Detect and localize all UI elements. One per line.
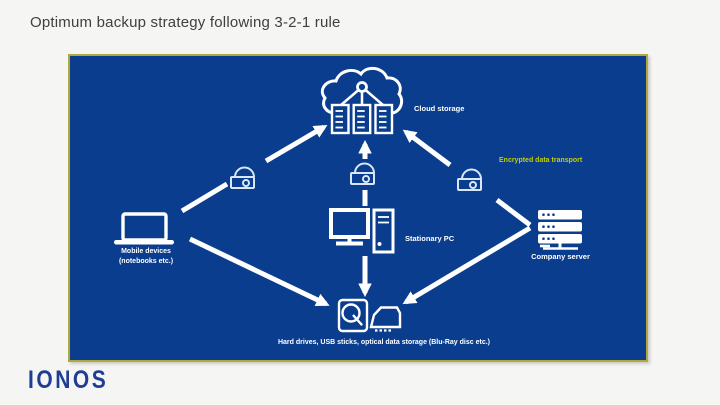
desktop-pc-icon [329, 208, 395, 254]
cloud-storage-label: Cloud storage [414, 104, 465, 113]
slide-title: Optimum backup strategy following 3-2-1 … [30, 14, 341, 31]
laptop-icon [114, 212, 174, 245]
connector-mobile-to-cloud [180, 124, 328, 214]
company-server-label: Company server [531, 252, 590, 261]
connector-server-to-storage [402, 225, 532, 305]
diagram-panel: Cloud storage Encrypted data transport M… [68, 54, 648, 362]
padlock-icon-server-cloud [457, 168, 482, 191]
external-drive-icon [369, 306, 402, 332]
local-storage-label: Hard drives, USB sticks, optical data st… [277, 339, 490, 346]
padlock-icon-pc-cloud [350, 162, 375, 185]
mobile-devices-label: Mobile devices (notebooks etc.) [118, 248, 174, 265]
encrypted-data-transport-label: Encrypted data transport [499, 157, 583, 164]
connector-mobile-to-storage [188, 236, 330, 307]
cloud-storage-icon [320, 66, 404, 135]
padlock-icon-mobile-cloud [230, 166, 255, 189]
connector-server-to-cloud [402, 129, 532, 227]
hard-drive-icon [337, 298, 369, 333]
stationary-pc-label: Stationary PC [405, 234, 455, 243]
ionos-logo: IONOS [28, 366, 109, 394]
backup-diagram [114, 66, 582, 333]
server-rack-icon [538, 210, 582, 250]
